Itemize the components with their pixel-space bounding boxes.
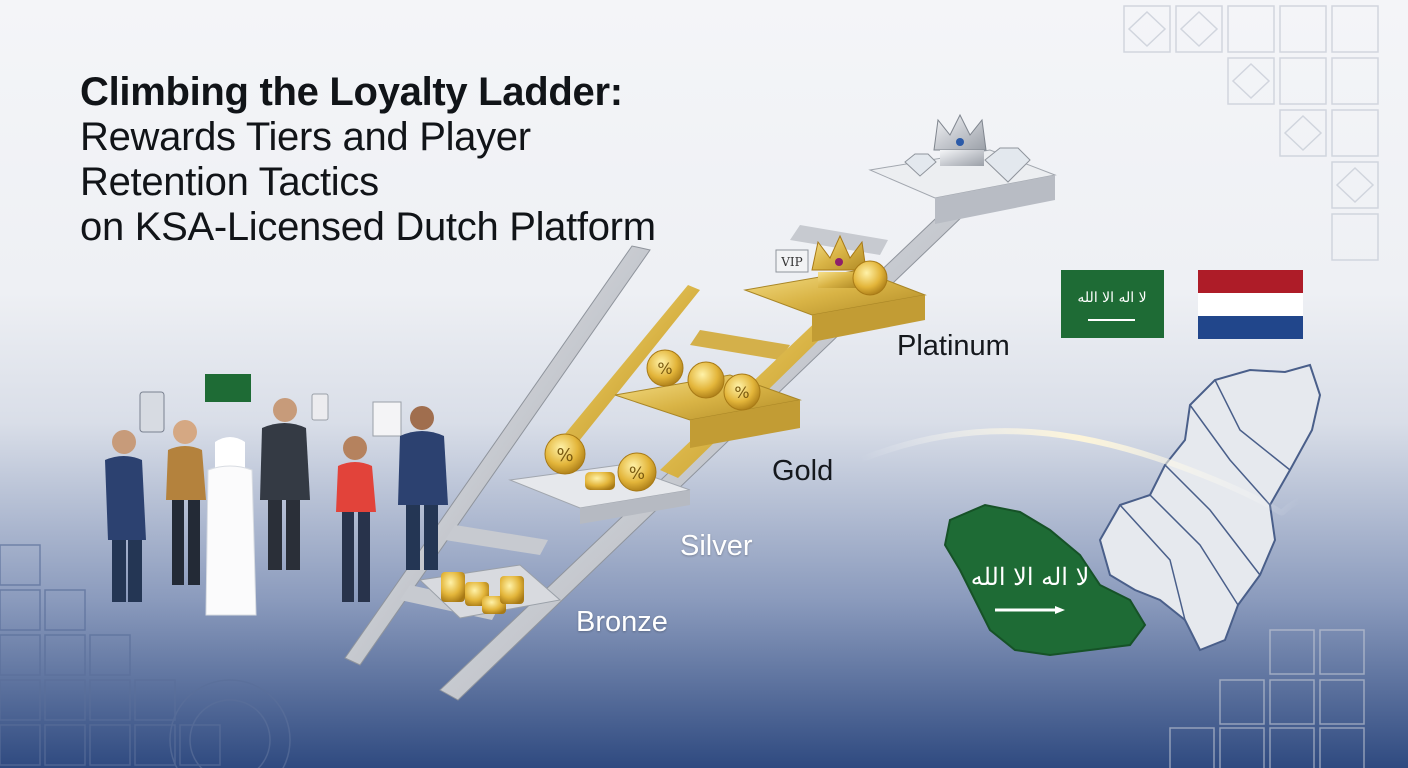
connection-glow (858, 428, 1302, 516)
netherlands-map (1098, 363, 1322, 652)
svg-text:ﻻ ﺍﻟﻪ ﺍﻻ ﺍﻟﻠﻪ: ﻻ ﺍﻟﻪ ﺍﻻ ﺍﻟﻠﻪ (971, 563, 1090, 591)
title-line-2: Rewards Tiers and Player (80, 115, 531, 159)
silver-crown-icon (933, 113, 987, 166)
tier-label-gold: Gold (772, 455, 834, 487)
coins-gold: % % (646, 349, 761, 411)
tier-label-silver: Silver (680, 530, 753, 562)
pattern-top-right (1123, 5, 1379, 261)
saudi-map: ﻻ ﺍﻟﻪ ﺍﻻ ﺍﻟﻠﻪ (943, 503, 1147, 657)
pattern-bottom-left (0, 544, 291, 768)
tier-label-bronze: Bronze (576, 606, 668, 638)
vip-sign: VIP (775, 249, 809, 273)
diamond-icon (904, 153, 937, 177)
title-line-1: Climbing the Loyalty Ladder: (80, 70, 623, 114)
title-line-4: on KSA-Licensed Dutch Platform (80, 205, 656, 249)
coin-stacks-bronze (441, 572, 524, 614)
players-group (105, 374, 448, 616)
percent-coin-label: % (556, 445, 573, 466)
receipt-icon (372, 401, 402, 437)
page-title: Climbing the Loyalty Ladder: Rewards Tie… (80, 70, 780, 250)
coins-silver: % % (544, 433, 657, 492)
percent-coin-label: % (629, 464, 645, 484)
speech-flag-icon (205, 374, 251, 402)
percent-coin-label: % (734, 383, 749, 402)
diamond-icon (984, 147, 1031, 183)
gold-coin-icon (852, 260, 888, 296)
vip-label: VIP (780, 255, 802, 269)
svg-text:ﻻ ﺍﻟﻪ ﺍﻻ ﺍﻟﻠﻪ: ﻻ ﺍﻟﻪ ﺍﻻ ﺍﻟﻠﻪ (1077, 290, 1146, 306)
phone-icon (311, 393, 329, 421)
percent-coin-label: % (657, 359, 672, 378)
phone-icon (139, 391, 165, 433)
tier-label-platinum: Platinum (897, 330, 1010, 362)
saudi-flag: ﻻ ﺍﻟﻪ ﺍﻻ ﺍﻟﻠﻪ (1061, 270, 1164, 338)
gold-crown-icon (811, 234, 867, 288)
netherlands-flag (1198, 270, 1303, 339)
title-line-3: Retention Tactics (80, 160, 379, 204)
pattern-bottom-right (1169, 629, 1365, 768)
